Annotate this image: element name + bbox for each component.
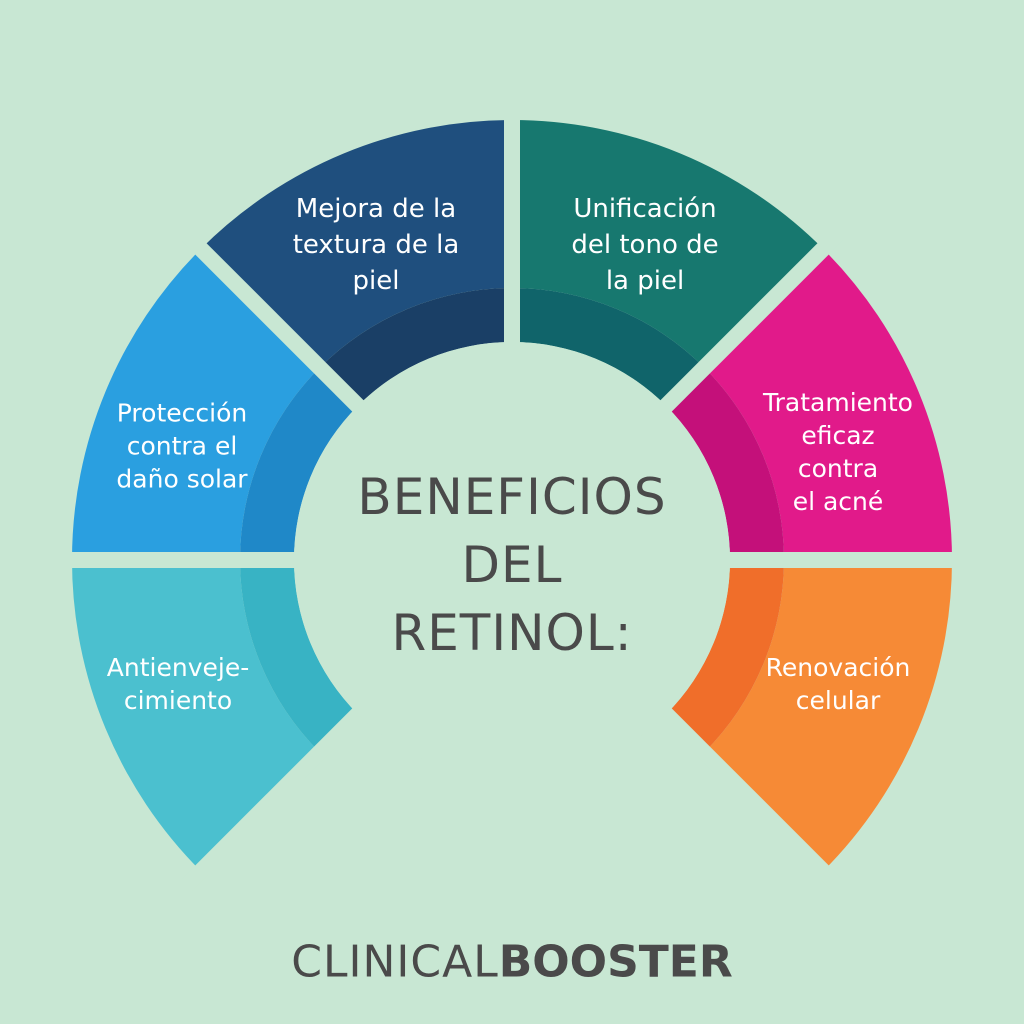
segment-inner-band xyxy=(319,288,512,406)
segment-tono-piel xyxy=(512,120,824,406)
center-circle xyxy=(294,342,730,778)
segment-inner-band xyxy=(240,560,358,753)
segment-outer xyxy=(704,560,952,872)
segment-proteccion-solar xyxy=(72,248,358,560)
segment-textura-piel xyxy=(200,120,512,406)
segment-acne xyxy=(666,248,952,560)
segment-antienvejecimiento xyxy=(72,560,358,872)
segment-outer xyxy=(512,120,824,368)
segment-inner-band xyxy=(240,367,358,560)
segment-renovacion-celular xyxy=(666,560,952,872)
segment-outer xyxy=(200,120,512,368)
brand-logo: CLINICALBOOSTER xyxy=(291,936,733,988)
segment-inner-band xyxy=(512,288,705,406)
segment-inner-band xyxy=(666,367,785,560)
label-antienvejecimiento: Antienveje-cimiento xyxy=(106,653,250,715)
segment-inner-band xyxy=(666,560,784,753)
segment-outer xyxy=(704,248,952,560)
segment-outer xyxy=(72,560,320,872)
segment-outer xyxy=(72,248,320,560)
